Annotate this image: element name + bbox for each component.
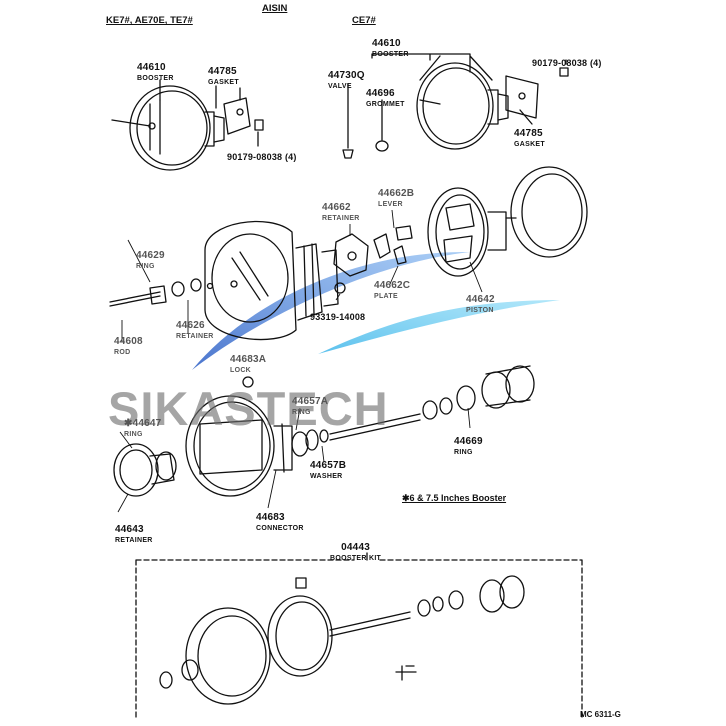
label-retainer-44643: 44643 RETAINER: [115, 520, 153, 545]
part-name: CONNECTOR: [256, 525, 304, 532]
part-name: RETAINER: [322, 215, 360, 222]
header-left-models: KE7#, AE70E, TE7#: [106, 15, 193, 26]
part-name: BOOSTER: [137, 75, 174, 82]
header-right-models: CE7#: [352, 15, 376, 26]
label-lock: 44683A LOCK: [230, 350, 267, 375]
label-left-gasket: 44785 GASKET: [208, 62, 239, 87]
part-number: 44643: [115, 524, 144, 535]
label-connector: 44683 CONNECTOR: [256, 508, 304, 533]
part-name: RETAINER: [115, 537, 153, 544]
label-retainer-44626: 44626 RETAINER: [176, 316, 214, 341]
part-number: 44626: [176, 320, 205, 331]
lower-assembly-drawing: [113, 365, 535, 497]
part-number: 44662B: [378, 188, 415, 199]
part-name: WASHER: [310, 473, 343, 480]
leader-lines: [117, 209, 483, 513]
label-right-bolt: 90179-08038 (4): [532, 54, 602, 70]
watermark-text: SIKASTECH: [108, 382, 389, 435]
label-left-bolt: 90179-08038 (4): [227, 148, 297, 164]
part-number: 44610: [372, 38, 401, 49]
part-name: VALVE: [328, 83, 352, 90]
label-left-booster: 44610 BOOSTER: [137, 58, 174, 83]
label-right-booster: 44610 BOOSTER: [372, 34, 409, 59]
booster-kit-box: [135, 552, 583, 719]
label-bolt-93319: 93319-14008: [310, 308, 365, 324]
label-retainer-44662: 44662 RETAINER: [322, 198, 360, 223]
label-booster-kit: 04443 BOOSTER KIT: [330, 538, 382, 563]
footer-code: MC 6311-G: [580, 710, 621, 719]
part-name: GROMMET: [366, 101, 405, 108]
left-booster-drawing: [111, 79, 264, 171]
part-number: 44642: [466, 294, 495, 305]
part-number: 44730Q: [328, 70, 365, 81]
part-number: 44662C: [374, 280, 411, 291]
part-number: 90179-08038 (4): [227, 152, 297, 162]
part-name: RING: [454, 449, 473, 456]
part-number: 44785: [514, 128, 543, 139]
header-maker: AISIN: [262, 3, 288, 14]
part-number: ✱44647: [124, 418, 162, 429]
part-number: 44657A: [292, 396, 329, 407]
part-name: RETAINER: [176, 333, 214, 340]
part-number: 44785: [208, 66, 237, 77]
part-number: 93319-14008: [310, 312, 366, 322]
part-name: PISTON: [466, 307, 494, 314]
part-number: 90179-08038 (4): [532, 58, 602, 68]
part-name: PLATE: [374, 293, 398, 300]
part-number: 44669: [454, 436, 483, 447]
label-piston: 44642 PISTON: [466, 290, 495, 315]
label-right-valve: 44730Q VALVE: [328, 66, 365, 91]
part-name: RING: [292, 409, 311, 416]
middle-booster-drawing: [109, 166, 588, 341]
right-booster-drawing: [342, 53, 569, 159]
part-name: RING: [124, 431, 143, 438]
label-ring-44657a: 44657A RING: [292, 392, 329, 417]
part-number: 44696: [366, 88, 395, 99]
label-right-gasket: 44785 GASKET: [514, 124, 545, 149]
part-number: 44657B: [310, 460, 347, 471]
label-ring-44669: 44669 RING: [454, 432, 483, 457]
label-washer: 44657B WASHER: [310, 456, 347, 481]
part-name: GASKET: [514, 141, 545, 148]
label-lever: 44662B LEVER: [378, 184, 415, 209]
booster-size-note: ✱6 & 7.5 Inches Booster: [402, 493, 507, 503]
label-plate: 44662C PLATE: [374, 276, 411, 301]
part-name: BOOSTER KIT: [330, 555, 382, 562]
part-number: 44608: [114, 336, 143, 347]
label-ring-44647: ✱44647 RING: [124, 414, 162, 439]
part-name: RING: [136, 263, 155, 270]
part-name: BOOSTER: [372, 51, 409, 58]
label-right-grommet: 44696 GROMMET: [366, 84, 405, 109]
part-name: GASKET: [208, 79, 239, 86]
part-number: 44683A: [230, 354, 267, 365]
part-number: 04443: [341, 542, 370, 553]
part-name: LOCK: [230, 367, 252, 374]
part-name: LEVER: [378, 201, 403, 208]
part-number: 44629: [136, 250, 165, 261]
part-name: ROD: [114, 349, 131, 356]
label-ring-44629: 44629 RING: [136, 246, 165, 271]
part-number: 44610: [137, 62, 166, 73]
part-number: 44662: [322, 202, 351, 213]
part-number: 44683: [256, 512, 285, 523]
label-rod: 44608 ROD: [114, 332, 143, 357]
